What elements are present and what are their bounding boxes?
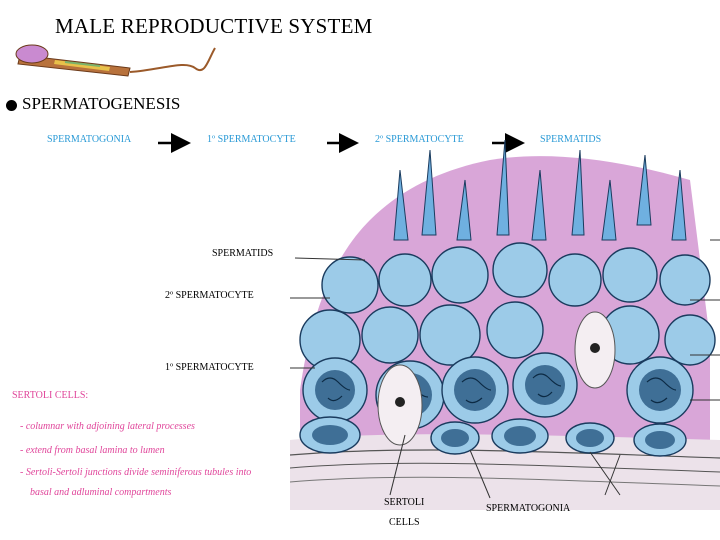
sertoli-note: - columnar with adjoining lateral proces… [20, 421, 195, 432]
bullet-dot [6, 100, 17, 111]
page-title: MALE REPRODUCTIVE SYSTEM [55, 14, 373, 38]
sertoli-heading: SERTOLI CELLS: [12, 390, 89, 401]
sperm-illustration [15, 44, 216, 77]
sertoli-note: basal and adluminal compartments [30, 487, 172, 498]
label-secondary-spermatocyte: 2º SPERMATOCYTE [165, 290, 254, 301]
section-heading: SPERMATOGENESIS [22, 94, 181, 113]
label-cells: CELLS [389, 517, 420, 528]
label-spermatogonia: SPERMATOGONIA [486, 503, 571, 514]
seminiferous-epithelium-illustration [290, 140, 720, 510]
label-spermatids: SPERMATIDS [212, 248, 274, 259]
stage-spermatids: SPERMATIDS [540, 134, 602, 145]
stage-secondary-spermatocyte: 2º SPERMATOCYTE [375, 134, 464, 145]
label-sertoli: SERTOLI [384, 497, 425, 508]
sertoli-note: - extend from basal lamina to lumen [20, 445, 165, 456]
sertoli-note: - Sertoli-Sertoli junctions divide semin… [20, 467, 252, 478]
label-primary-spermatocyte: 1º SPERMATOCYTE [165, 362, 254, 373]
stage-primary-spermatocyte: 1º SPERMATOCYTE [207, 134, 296, 145]
stage-spermatogonia: SPERMATOGONIA [47, 134, 132, 145]
